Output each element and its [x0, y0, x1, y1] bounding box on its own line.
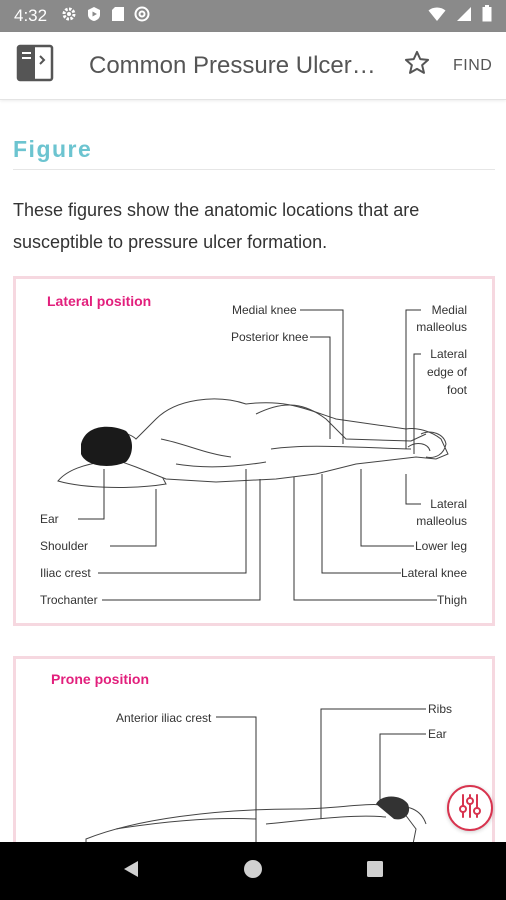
recents-icon: [367, 860, 383, 877]
label-ribs: Ribs: [428, 702, 453, 716]
book-menu-button[interactable]: [15, 44, 55, 87]
label-ear: Ear: [40, 512, 59, 526]
label-lateral-edge-3: foot: [446, 383, 467, 397]
figure-lateral-position: Lateral position Medial knee Posterior k…: [13, 276, 495, 626]
wifi-icon: [428, 6, 446, 27]
label-posterior-knee: Posterior knee: [231, 330, 309, 344]
back-icon: [124, 860, 138, 877]
sd-card-icon: [111, 6, 125, 27]
settings-icon: [61, 6, 77, 27]
label-medial-malleolus-1: Medial: [431, 303, 467, 317]
page-title: Common Pressure Ulcer Sites: [89, 51, 379, 79]
figure-prone-position: Prone position Anterior iliac crest Ribs…: [13, 656, 495, 842]
bookmark-button[interactable]: [401, 50, 433, 82]
play-protect-icon: [86, 6, 102, 27]
app-bar: Common Pressure Ulcer Sites FIND: [0, 32, 506, 100]
label-shoulder: Shoulder: [40, 539, 89, 553]
status-time: 4:32: [14, 6, 48, 25]
at-sign-icon: [134, 6, 150, 27]
label-lower-leg: Lower leg: [414, 539, 467, 553]
label-lateral-malleolus-1: Lateral: [430, 497, 467, 511]
sliders-icon: [455, 791, 485, 826]
lateral-illustration: [57, 309, 449, 601]
content-area[interactable]: Figure These figures show the anatomic l…: [0, 100, 506, 842]
label-trochanter: Trochanter: [40, 593, 98, 607]
label-medial-knee: Medial knee: [232, 303, 297, 317]
signal-icon: [456, 6, 472, 27]
section-heading: Figure: [13, 136, 495, 170]
back-button[interactable]: [121, 859, 141, 884]
status-bar: 4:32: [0, 0, 506, 32]
battery-icon: [482, 5, 492, 27]
recents-button[interactable]: [365, 859, 385, 884]
label-lateral-knee: Lateral knee: [400, 566, 467, 580]
section-title: Figure: [13, 136, 93, 162]
find-button[interactable]: FIND: [453, 56, 493, 74]
star-icon: [403, 49, 431, 82]
label-iliac-crest: Iliac crest: [40, 566, 91, 580]
label-thigh: Thigh: [436, 593, 467, 607]
book-icon: [16, 44, 54, 87]
figure-title: Lateral position: [47, 293, 152, 309]
intro-text: These figures show the anatomic location…: [13, 200, 420, 252]
label-lateral-edge-1: Lateral: [430, 347, 467, 361]
home-icon: [244, 859, 262, 878]
label-lateral-malleolus-2: malleolus: [416, 514, 467, 528]
figure-title: Prone position: [51, 671, 149, 687]
system-nav-bar: [0, 842, 506, 900]
label-ear: Ear: [428, 727, 447, 741]
home-button[interactable]: [243, 859, 263, 884]
label-lateral-edge-2: edge of: [426, 365, 467, 379]
prone-illustration: [85, 708, 427, 842]
label-anterior-iliac-crest: Anterior iliac crest: [116, 711, 212, 725]
display-settings-button[interactable]: [447, 785, 493, 831]
label-medial-malleolus-2: malleolus: [416, 320, 467, 334]
